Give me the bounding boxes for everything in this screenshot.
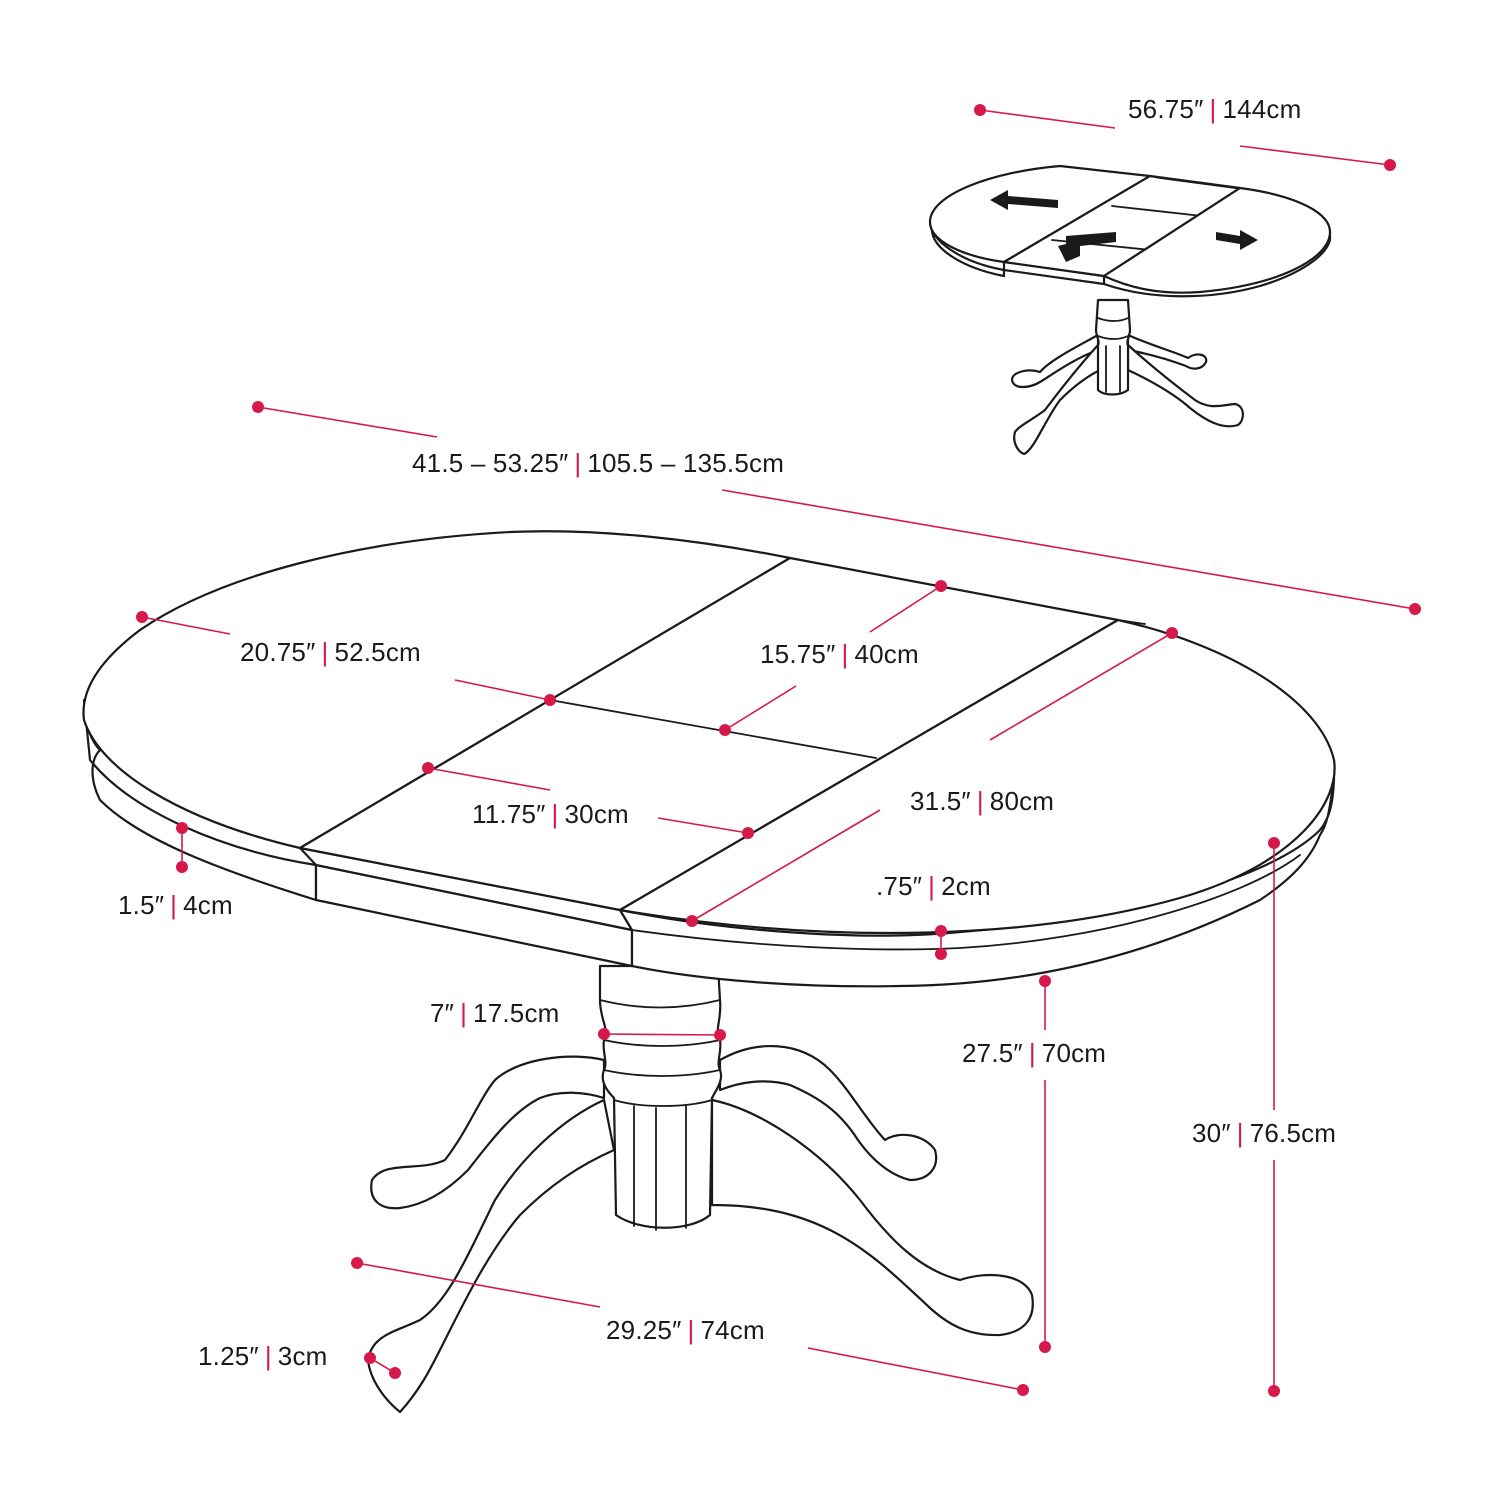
leg-back-left xyxy=(370,1055,606,1210)
main-table xyxy=(82,530,1336,1414)
pedestal xyxy=(598,964,723,1229)
dimension-lines xyxy=(141,109,1416,1391)
label-leaf-length: 15.75″|40cm xyxy=(760,639,919,669)
leg-front-right xyxy=(710,1098,1034,1337)
label-top-depth: 31.5″|80cm xyxy=(910,786,1055,816)
table-top-left-half xyxy=(82,530,792,850)
label-top-thickness: .75″|2cm xyxy=(876,871,991,901)
label-clearance: 27.5″|70cm xyxy=(962,1038,1107,1068)
label-leaf-width: 11.75″|30cm xyxy=(472,799,629,829)
label-pedestal-width: 7″|17.5cm xyxy=(430,998,560,1028)
label-total-height: 30″|76.5cm xyxy=(1192,1118,1337,1148)
label-foot-height: 1.25″|3cm xyxy=(198,1341,328,1371)
label-half-top-width: 20.75″|52.5cm xyxy=(240,637,421,667)
dimension-endpoints xyxy=(136,104,1421,1397)
label-extended-width: 56.75″|144cm xyxy=(1128,94,1302,124)
label-apron-height: 1.5″|4cm xyxy=(118,890,233,920)
table-top-right-half xyxy=(618,618,1336,935)
label-base-span: 29.25″|74cm xyxy=(606,1315,765,1345)
leg-front-left xyxy=(366,1098,616,1414)
label-table-width: 41.5 – 53.25″|105.5 – 135.5cm xyxy=(412,448,785,478)
inset-extended-table xyxy=(928,164,1332,456)
leg-back-right xyxy=(718,1045,938,1182)
